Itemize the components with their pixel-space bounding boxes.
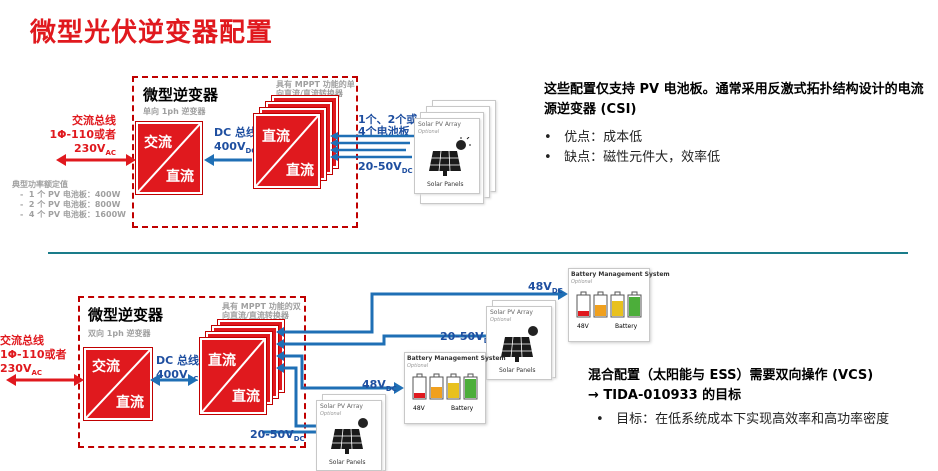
top-pv-card-title: Solar PV Array bbox=[418, 121, 461, 128]
bottom-connections bbox=[6, 288, 568, 440]
bottom-pv-mid-optional: Optional bbox=[490, 317, 512, 323]
top-input-voltage: 20-50VDC bbox=[358, 160, 413, 176]
bottom-right-heading: 混合配置（太阳能与 ESS）需要双向操作 (VCS) → TIDA-010933… bbox=[588, 366, 928, 406]
bottom-single-phase-label: 双向 1ph 逆变器 bbox=[88, 329, 151, 338]
power-rating-2: - 2 个 PV 电池板：800W bbox=[20, 200, 121, 209]
bottom-dcdc-dc-text1: 直流 bbox=[208, 353, 236, 369]
bottom-pv-card-mid: Solar PV Array Optional Solar Panels bbox=[486, 306, 552, 380]
top-box-label: 微型逆变器 bbox=[143, 86, 219, 104]
bottom-2050-bot-label: 20-50VDC bbox=[250, 428, 305, 444]
bottom-box-label: 微型逆变器 bbox=[88, 306, 164, 324]
bottom-mppt-note: 具有 MPPT 功能的双向直流/直流转换器 bbox=[222, 302, 301, 320]
bottom-ac-bus-line1: 交流总线 bbox=[0, 334, 44, 347]
bottom-ac-bus-line2: 1Φ-110或者 bbox=[0, 348, 67, 361]
bottom-dc-bus-line1: DC 总线 bbox=[156, 354, 200, 367]
bms-top-optional: Optional bbox=[571, 279, 593, 285]
top-ac-bus-label: 交流总线 1Φ-110或者 230VAC bbox=[30, 114, 116, 160]
bottom-acdc-diagonal bbox=[86, 350, 150, 418]
panel-count-line2: 4个电池板 bbox=[358, 125, 410, 138]
top-dcdc-dc-text1: 直流 bbox=[262, 129, 290, 145]
bottom-pv-mid-title: Solar PV Array bbox=[490, 309, 533, 316]
bms-mid-48v: 48V bbox=[413, 405, 425, 412]
bottom-right-heading-line1: 混合配置（太阳能与 ESS）需要双向操作 (VCS) bbox=[588, 368, 874, 383]
bottom-ac-bus-line3: 230VAC bbox=[0, 362, 43, 378]
bottom-dcdc-diagonal bbox=[202, 340, 264, 412]
top-microinverter-box bbox=[132, 76, 358, 228]
top-power-rating: 典型功率额定值 - 1 个 PV 电池板：400W - 2 个 PV 电池板：8… bbox=[12, 180, 126, 220]
top-right-bullet-2: • 缺点：磁性元件大，效率低 bbox=[544, 150, 721, 165]
top-dcdc-converter: 直流 直流 bbox=[254, 114, 320, 188]
bottom-acdc-converter: 交流 直流 bbox=[84, 348, 152, 420]
battery-icon bbox=[412, 373, 478, 400]
top-acdc-converter: 交流 直流 bbox=[136, 122, 202, 194]
power-rating-1: - 1 个 PV 电池板：400W bbox=[20, 190, 121, 199]
solar-panel-icon bbox=[501, 326, 538, 362]
solar-panel-icon bbox=[429, 137, 471, 176]
top-ac-bus-line2: 1Φ-110或者 bbox=[49, 128, 116, 141]
bottom-pv-low-label: Solar Panels bbox=[329, 459, 366, 466]
top-right-bullet-1: • 优点：成本低 bbox=[544, 130, 643, 145]
bottom-pv-low-title: Solar PV Array bbox=[320, 403, 363, 410]
bottom-dcdc-dc-text2: 直流 bbox=[232, 389, 260, 405]
top-mppt-note: 具有 MPPT 功能的单向直流/直流转换器 bbox=[276, 80, 355, 98]
bottom-microinverter-box bbox=[78, 296, 306, 448]
bms-top-48v: 48V bbox=[577, 323, 589, 330]
battery-icon bbox=[576, 291, 642, 318]
power-rating-title: 典型功率额定值 bbox=[12, 180, 68, 189]
bottom-right-heading-line2: → TIDA-010933 的目标 bbox=[588, 388, 742, 403]
bottom-48v-top-label: 48VDC bbox=[528, 280, 563, 296]
bms-mid-optional: Optional bbox=[407, 363, 429, 369]
bottom-dcdc-converter: 直流 直流 bbox=[200, 338, 266, 414]
top-panel-count-label: 1个、2个或 4个电池板 bbox=[358, 114, 417, 138]
top-pv-card: Solar PV Array Optional Solar Panels bbox=[414, 118, 480, 194]
bottom-48v-mid-label: 48VDC bbox=[362, 378, 397, 394]
top-acdc-ac-text: 交流 bbox=[144, 135, 172, 151]
top-single-phase-label: 单向 1ph 逆变器 bbox=[143, 107, 206, 116]
top-dcdc-dc-text2: 直流 bbox=[286, 163, 314, 179]
bms-top-title: Battery Management System bbox=[571, 271, 670, 278]
top-connections bbox=[56, 132, 414, 166]
page-title: 微型光伏逆变器配置 bbox=[30, 18, 274, 48]
bottom-acdc-dc-text: 直流 bbox=[116, 395, 144, 411]
bottom-pv-mid-label: Solar Panels bbox=[499, 367, 536, 374]
solar-panel-icon bbox=[331, 418, 368, 454]
top-ac-bus-line1: 交流总线 bbox=[72, 114, 116, 127]
top-pv-card-optional: Optional bbox=[418, 129, 440, 135]
top-dcdc-diagonal bbox=[256, 116, 318, 186]
bms-top-battery: Battery bbox=[615, 323, 638, 330]
bottom-right-bullet: • 目标：在低系统成本下实现高效率和高功率密度 bbox=[596, 412, 890, 427]
bottom-acdc-ac-text: 交流 bbox=[92, 359, 120, 375]
top-right-heading: 这些配置仅支持 PV 电池板。通常采用反激式拓扑结构设计的电流源逆变器 (CSI… bbox=[544, 82, 924, 117]
top-ac-bus-line3: 230VAC bbox=[73, 142, 116, 158]
bms-mid-battery: Battery bbox=[451, 405, 474, 412]
top-dc-bus-line1: DC 总线 bbox=[214, 126, 258, 139]
section-divider bbox=[48, 252, 908, 254]
top-acdc-dc-text: 直流 bbox=[166, 169, 194, 185]
top-dc-bus-line2: 400VDC bbox=[214, 140, 257, 156]
top-dc-bus-label: DC 总线 400VDC bbox=[214, 126, 257, 158]
top-acdc-diagonal bbox=[138, 124, 200, 192]
bms-mid-title: Battery Management System bbox=[407, 355, 506, 362]
bottom-ac-bus-label: 交流总线 1Φ-110或者 230VAC bbox=[0, 334, 70, 380]
bms-mid-card: Battery Management System Optional 48V B… bbox=[404, 352, 506, 424]
top-solar-panels-label: Solar Panels bbox=[427, 181, 464, 188]
bms-top-card: Battery Management System Optional 48V B… bbox=[568, 268, 670, 342]
bottom-pv-low-optional: Optional bbox=[320, 411, 342, 417]
power-rating-3: - 4 个 PV 电池板：1600W bbox=[20, 210, 126, 219]
panel-count-line1: 1个、2个或 bbox=[358, 113, 418, 126]
bottom-pv-card-low: Solar PV Array Optional Solar Panels bbox=[316, 400, 382, 471]
